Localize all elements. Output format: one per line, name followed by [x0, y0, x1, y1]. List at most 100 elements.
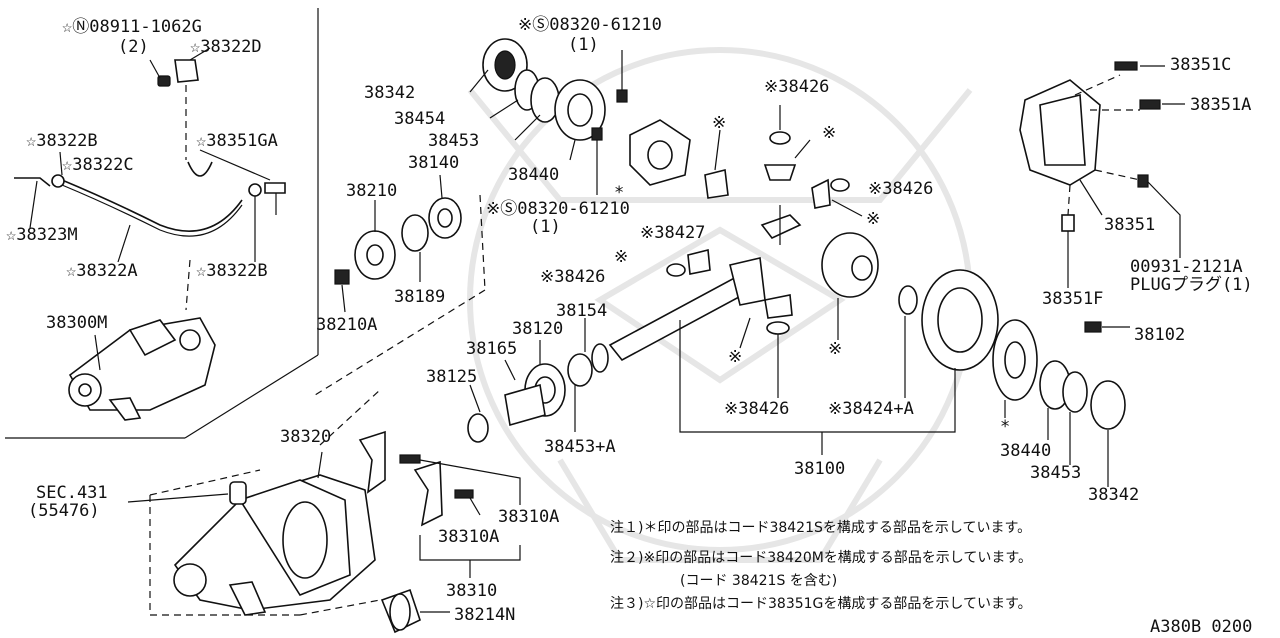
callout-38300M: 38300M [46, 313, 107, 333]
callout-38424A: ※38424+A [828, 399, 914, 419]
gear-side-a [763, 164, 797, 181]
callout-38426-c: ※38426 [540, 267, 605, 287]
callout-38426-b: ※38426 [868, 179, 933, 199]
callout-38322D: ☆38322D [190, 37, 262, 57]
carrier-group [127, 389, 521, 634]
marker-kome-d: ※ [614, 247, 628, 267]
callout-38214N: 38214N [454, 605, 515, 625]
gear-pinion-a [704, 169, 729, 199]
flange-group [314, 174, 486, 396]
washer-38426-c [666, 263, 686, 277]
bolt-38351A [1139, 99, 1161, 110]
shim-38424A [898, 285, 918, 315]
callout-38426-d: ※38426 [724, 399, 789, 419]
callout-plug-desc: PLUGプラグ(1) [1130, 275, 1253, 295]
spacer-38453-bottom [1062, 371, 1088, 413]
callout-38322B-top: ☆38322B [26, 131, 98, 151]
diff-bearing-inner [821, 232, 879, 298]
ring-38165 [591, 343, 609, 373]
callout-38342-top: 38342 [364, 83, 415, 103]
callout-38165: 38165 [466, 339, 517, 359]
callout-38140: 38140 [408, 153, 459, 173]
vent-hose-assembly [14, 47, 286, 311]
washer-38426-a [769, 131, 791, 145]
seal-38189 [401, 214, 429, 252]
note-3: 注３)☆印の部品はコード38351Gを構成する部品を示しています。 [610, 596, 1032, 612]
callout-38351C: 38351C [1170, 55, 1231, 75]
cross-shaft-38427 [760, 214, 802, 239]
callout-labels: ☆Ⓝ08911-1062G (2) ☆38322D ☆38322B ☆38351… [6, 15, 1253, 625]
callout-08320-a: ※Ⓢ08320-61210 [518, 15, 662, 35]
note-1: 注１)＊印の部品はコード38421Sを構成する部品を示しています。 [610, 520, 1031, 536]
note-2: 注２)※印の部品はコード38420Mを構成する部品を示しています。 [610, 550, 1032, 566]
notes-block: 注１)＊印の部品はコード38421Sを構成する部品を示しています。 注２)※印の… [610, 520, 1032, 612]
washer-38426-b [830, 178, 850, 192]
gear-pinion-c [687, 248, 711, 275]
callout-38154: 38154 [556, 301, 607, 321]
diff-gear-group [666, 105, 863, 398]
callout-38427: ※38427 [640, 223, 705, 243]
bolt-38310A-b [454, 489, 474, 499]
callout-38210A: 38210A [316, 315, 377, 335]
callout-38342-bottom: 38342 [1088, 485, 1139, 505]
callout-00931-2121A: 00931-2121A [1130, 257, 1243, 277]
spacer-38453A [504, 383, 546, 427]
bearing-38342-bottom [1090, 380, 1126, 430]
callout-38120: 38120 [512, 319, 563, 339]
carrier-assembly-38300M [68, 317, 216, 421]
gear-pinion-b [811, 178, 831, 209]
callout-08320-b: ※Ⓢ08320-61210 [486, 199, 630, 219]
callout-38125: 38125 [426, 367, 477, 387]
sensor-sec431 [229, 481, 247, 505]
marker-kome-e: ※ [728, 347, 742, 367]
marker-kome-c: ※ [866, 209, 880, 229]
rear-cover-group [1019, 61, 1185, 333]
clip-38322C [187, 161, 213, 177]
callout-38100: 38100 [794, 459, 845, 479]
callout-38351GA: ☆38351GA [196, 131, 278, 151]
callout-38454: 38454 [394, 109, 445, 129]
callout-38320: 38320 [280, 427, 331, 447]
inset-panel-border [5, 8, 319, 439]
ring-gear-group [679, 232, 1126, 487]
callout-08320-a-qty: (1) [568, 35, 599, 55]
drive-pinion-group [467, 257, 766, 443]
bolt-38351C [1114, 61, 1138, 71]
callout-08911-1062G: ☆Ⓝ08911-1062G [62, 17, 202, 37]
bracket-38322D [174, 59, 199, 83]
callout-38323M: ☆38323M [6, 225, 78, 245]
callout-38322A: ☆38322A [66, 261, 138, 281]
plug-38351F [1061, 214, 1075, 232]
callout-38453-bottom: 38453 [1030, 463, 1081, 483]
bearing-cap-b [413, 460, 443, 527]
clamp-38322B-bottom [248, 183, 262, 197]
callout-38310A-a: 38310A [498, 507, 559, 527]
marker-kome-a: ※ [712, 113, 726, 133]
bearing-cap-a [358, 430, 386, 494]
spacer-38154 [567, 353, 593, 387]
bolt-38102 [1084, 321, 1102, 333]
washer-38426-d [766, 321, 790, 335]
callout-38453A: 38453+A [544, 437, 616, 457]
callout-38440-bottom: 38440 [1000, 441, 1051, 461]
callout-38426-a: ※38426 [764, 77, 829, 97]
marker-kome-b: ※ [822, 123, 836, 143]
callout-38322B-bottom: ☆38322B [196, 261, 268, 281]
callout-38453-top: 38453 [428, 131, 479, 151]
nut-08911 [157, 75, 171, 87]
callout-38351A: 38351A [1190, 95, 1251, 115]
callout-sec431-ref: (55476) [28, 501, 100, 521]
bolt-38310A-a [399, 454, 421, 464]
callout-38322C: ☆38322C [62, 155, 134, 175]
marker-star-b: * [1000, 417, 1010, 437]
pinion-bearing-group [469, 38, 691, 195]
hose-38322A [61, 179, 243, 232]
diagram-id: A380B 0200 [1150, 617, 1252, 637]
callout-38310A-b: 38310A [438, 527, 499, 547]
callout-38210: 38210 [346, 181, 397, 201]
marker-star-a: * [614, 183, 624, 203]
pipe-38323M [14, 177, 51, 187]
callout-08911-qty: (2) [118, 37, 149, 57]
bolt-08320-a [616, 89, 628, 103]
